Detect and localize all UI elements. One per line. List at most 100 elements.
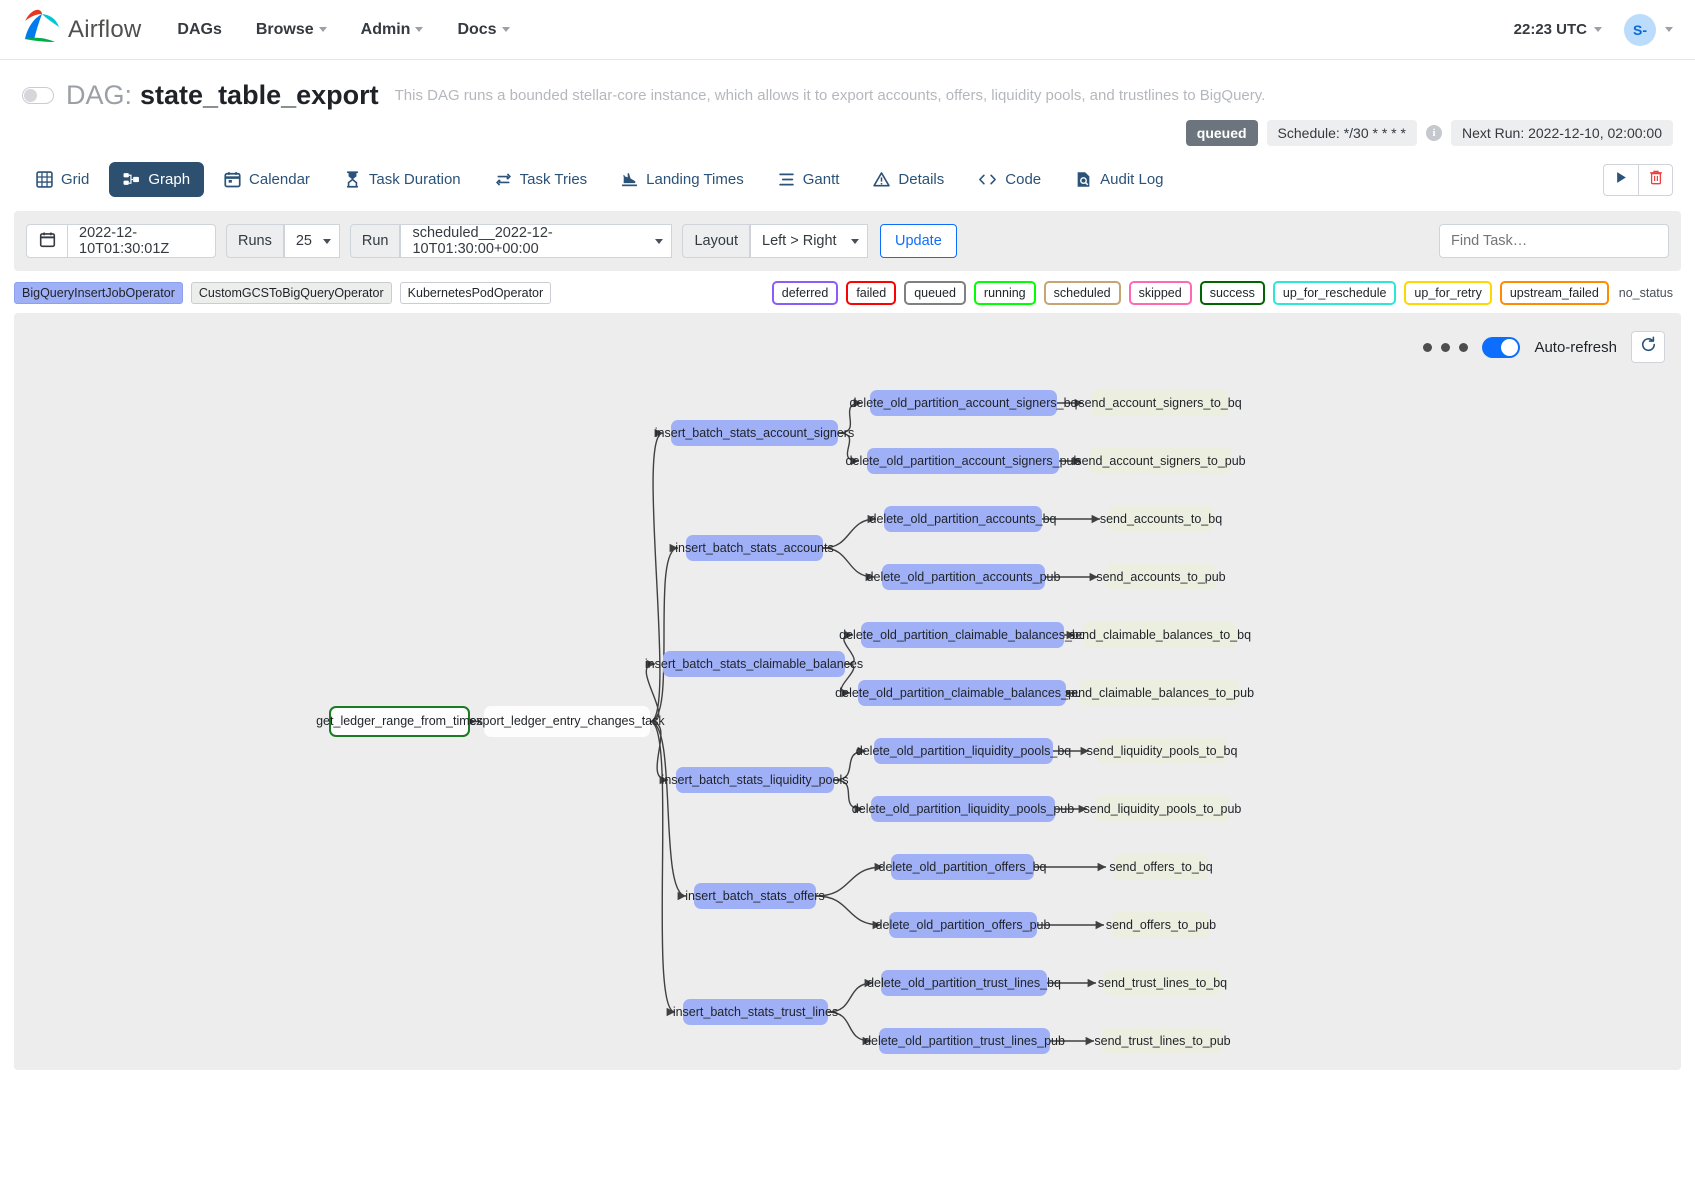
status-legend-queued[interactable]: queued xyxy=(904,281,966,305)
status-legend-running[interactable]: running xyxy=(973,281,1036,305)
nav-item-dags[interactable]: DAGs xyxy=(177,21,221,39)
info-icon[interactable]: i xyxy=(1425,125,1442,141)
layout-select[interactable]: Left > Right xyxy=(750,224,869,258)
task-node[interactable]: delete_old_partition_accounts_pub xyxy=(867,564,1060,590)
run-select[interactable]: scheduled__2022-12-10T01:30:00+00:00 xyxy=(400,224,673,258)
refresh-button[interactable] xyxy=(1631,331,1665,363)
task-node[interactable]: send_account_signers_to_pub xyxy=(1075,448,1246,474)
nav-item-docs[interactable]: Docs xyxy=(457,21,510,39)
tab-landing-times[interactable]: Landing Times xyxy=(607,162,758,197)
task-node-label: send_claimable_balances_to_bq xyxy=(1068,627,1252,642)
airflow-brand[interactable]: Airflow xyxy=(22,9,141,50)
task-node[interactable]: delete_old_partition_claimable_balances_… xyxy=(839,622,1086,648)
task-node[interactable]: send_offers_to_bq xyxy=(1109,854,1213,880)
task-node[interactable]: send_offers_to_pub xyxy=(1106,912,1216,938)
task-node[interactable]: send_claimable_balances_to_bq xyxy=(1069,622,1251,648)
clock-menu[interactable]: 22:23 UTC xyxy=(1514,21,1602,38)
task-node[interactable]: insert_batch_stats_trust_lines xyxy=(673,999,838,1025)
task-node[interactable]: delete_old_partition_account_signers_bq xyxy=(850,390,1077,416)
task-node[interactable]: get_ledger_range_from_times xyxy=(316,706,483,737)
task-node[interactable]: delete_old_partition_liquidity_pools_bq xyxy=(856,738,1071,764)
run-select-wrap: scheduled__2022-12-10T01:30:00+00:00 xyxy=(400,224,673,258)
status-legend-up-for-reschedule[interactable]: up_for_reschedule xyxy=(1272,281,1397,305)
nav-item-admin[interactable]: Admin xyxy=(361,21,424,39)
task-node[interactable]: insert_batch_stats_claimable_balances xyxy=(645,651,863,677)
status-legend-failed[interactable]: failed xyxy=(846,281,897,305)
task-node[interactable]: insert_batch_stats_account_signers xyxy=(655,420,854,446)
status-legend-no-status[interactable]: no_status xyxy=(1616,283,1681,303)
user-menu[interactable]: S- xyxy=(1624,13,1673,46)
dag-graph-canvas[interactable]: Auto-refresh get_ledger_range_from_times… xyxy=(14,313,1681,1070)
tab-graph[interactable]: Graph xyxy=(109,162,205,197)
task-node-label: send_account_signers_to_bq xyxy=(1078,395,1242,410)
task-node[interactable]: delete_old_partition_offers_pub xyxy=(876,912,1050,938)
graph-edge xyxy=(815,895,882,930)
dag-pause-toggle[interactable] xyxy=(22,87,54,104)
landing-icon xyxy=(621,171,638,188)
task-node[interactable]: delete_old_partition_claimable_balances_… xyxy=(835,680,1089,706)
operator-badge[interactable]: CustomGCSToBigQueryOperator xyxy=(190,282,392,304)
date-picker-button[interactable] xyxy=(26,224,68,258)
tab-code[interactable]: Code xyxy=(964,162,1055,197)
task-node[interactable]: send_accounts_to_bq xyxy=(1100,506,1222,532)
run-label: Run xyxy=(349,224,401,258)
tab-task-tries[interactable]: Task Tries xyxy=(481,162,602,197)
task-node[interactable]: send_trust_lines_to_bq xyxy=(1098,970,1227,996)
tab-details[interactable]: Details xyxy=(859,162,958,197)
tab-calendar[interactable]: Calendar xyxy=(210,162,324,197)
task-node[interactable]: send_accounts_to_pub xyxy=(1096,564,1226,590)
chevron-down-icon xyxy=(1594,27,1602,32)
task-node[interactable]: delete_old_partition_account_signers_pub xyxy=(846,448,1080,474)
base-date-input[interactable]: 2022-12-10T01:30:01Z xyxy=(68,224,216,258)
nav-label: Admin xyxy=(360,20,411,38)
status-legend-success[interactable]: success xyxy=(1199,281,1265,305)
brand-label: Airflow xyxy=(68,15,142,43)
task-node-label: send_accounts_to_bq xyxy=(1099,511,1223,526)
task-node[interactable]: delete_old_partition_liquidity_pools_pub xyxy=(852,796,1074,822)
status-legend-up-for-retry[interactable]: up_for_retry xyxy=(1404,281,1492,305)
task-node[interactable]: export_ledger_entry_changes_task xyxy=(469,706,665,737)
update-button[interactable]: Update xyxy=(880,224,957,258)
next-run-badge: Next Run: 2022-12-10, 02:00:00 xyxy=(1450,120,1673,146)
task-node[interactable]: send_liquidity_pools_to_pub xyxy=(1084,796,1241,822)
task-node[interactable]: insert_batch_stats_accounts xyxy=(675,535,834,561)
find-task-input[interactable] xyxy=(1439,224,1669,258)
view-tabs: Grid Graph Calendar Task Duration Task T… xyxy=(22,162,1178,197)
operator-badge[interactable]: BigQueryInsertJobOperator xyxy=(14,282,183,304)
chevron-down-icon xyxy=(501,27,510,32)
task-node-label: insert_batch_stats_trust_lines xyxy=(672,1004,839,1019)
auto-refresh-toggle[interactable] xyxy=(1482,336,1521,358)
graph-edge xyxy=(649,720,676,1017)
dag-meta-row: queued Schedule: */30 * * * * i Next Run… xyxy=(0,111,1695,146)
operator-badge[interactable]: KubernetesPodOperator xyxy=(399,282,552,304)
tab-label: Audit Log xyxy=(1100,171,1164,188)
dag-actions xyxy=(1603,163,1673,196)
task-node-label: delete_old_partition_trust_lines_bq xyxy=(867,975,1061,990)
status-legend-upstream-failed[interactable]: upstream_failed xyxy=(1499,281,1609,305)
schedule-badge[interactable]: Schedule: */30 * * * * xyxy=(1266,120,1417,146)
task-node[interactable]: send_trust_lines_to_pub xyxy=(1094,1028,1231,1054)
runs-select[interactable]: 25 xyxy=(283,224,340,258)
delete-dag-button[interactable] xyxy=(1638,163,1673,196)
task-node[interactable]: insert_batch_stats_offers xyxy=(685,883,825,909)
task-node[interactable]: delete_old_partition_trust_lines_pub xyxy=(864,1028,1065,1054)
graph-edge xyxy=(840,663,855,698)
tab-task-duration[interactable]: Task Duration xyxy=(330,162,475,197)
trigger-dag-button[interactable] xyxy=(1603,163,1638,196)
task-node[interactable]: delete_old_partition_offers_bq xyxy=(879,854,1046,880)
tab-audit-log[interactable]: Audit Log xyxy=(1061,162,1177,197)
nav-item-browse[interactable]: Browse xyxy=(256,21,327,39)
task-node[interactable]: insert_batch_stats_liquidity_pools xyxy=(662,767,848,793)
task-node-label: delete_old_partition_claimable_balances_… xyxy=(835,685,1089,700)
task-node[interactable]: send_claimable_balances_to_pub xyxy=(1065,680,1254,706)
task-node[interactable]: send_liquidity_pools_to_bq xyxy=(1087,738,1237,764)
status-legend-deferred[interactable]: deferred xyxy=(771,281,839,305)
task-node[interactable]: delete_old_partition_accounts_bq xyxy=(870,506,1056,532)
tab-gantt[interactable]: Gantt xyxy=(764,162,854,197)
status-legend-scheduled[interactable]: scheduled xyxy=(1043,281,1121,305)
tab-grid[interactable]: Grid xyxy=(22,162,103,197)
status-legend-skipped[interactable]: skipped xyxy=(1128,281,1192,305)
task-node[interactable]: delete_old_partition_trust_lines_bq xyxy=(867,970,1061,996)
status-legend: deferred failed queued running scheduled… xyxy=(771,281,1681,305)
task-node[interactable]: send_account_signers_to_bq xyxy=(1078,390,1242,416)
